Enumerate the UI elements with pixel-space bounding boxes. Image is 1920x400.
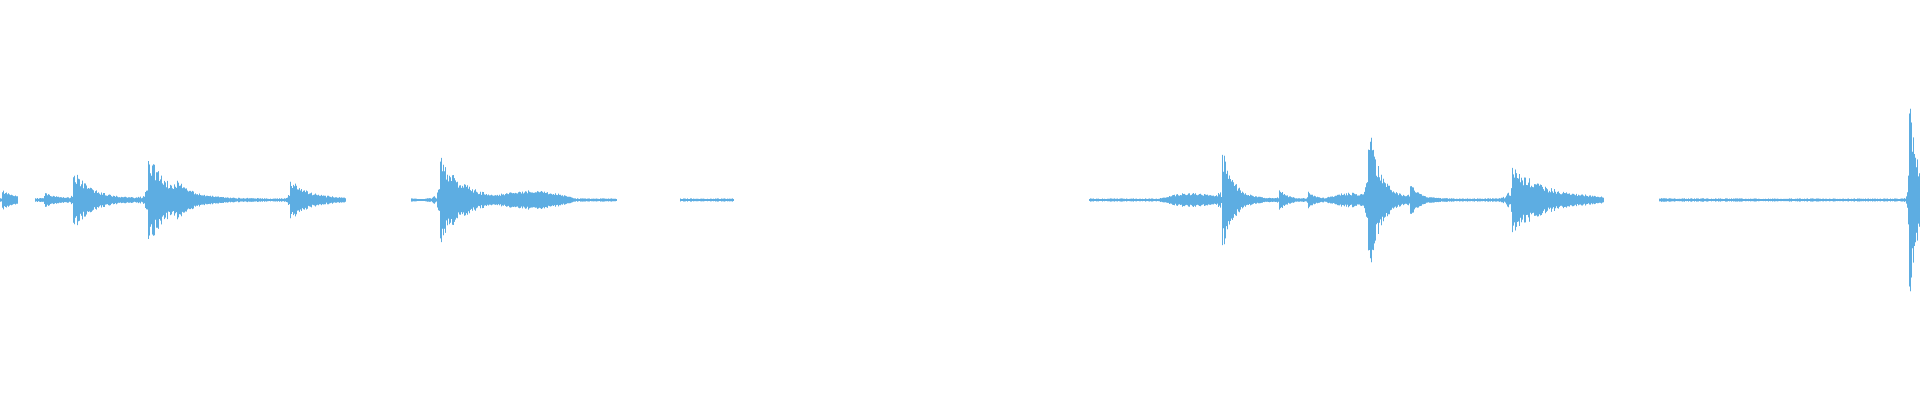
waveform-path [0, 108, 1920, 292]
waveform-bars [0, 108, 1920, 292]
